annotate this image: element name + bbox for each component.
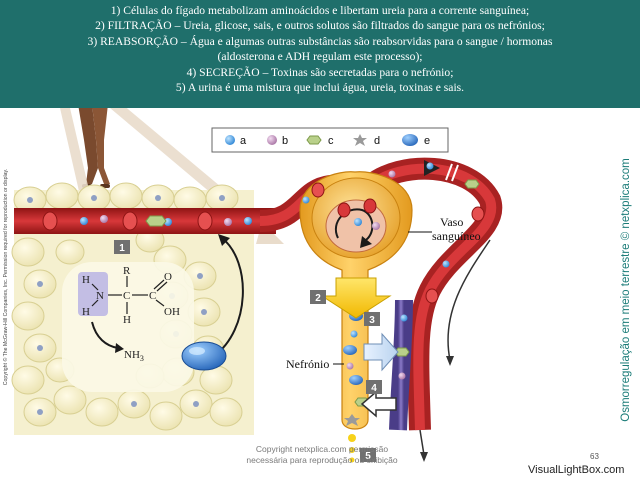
page-number: 63 bbox=[590, 452, 599, 461]
banner-line-3: 3) REABSORÇÃO – Água e algumas outras su… bbox=[87, 34, 553, 48]
step-label-4: 4 bbox=[371, 383, 377, 394]
legend-swatch-b bbox=[267, 135, 277, 145]
step-badge-4 bbox=[366, 380, 382, 394]
chem-r: R bbox=[123, 265, 131, 277]
chem-h2: H bbox=[82, 306, 90, 318]
legend-swatch-a bbox=[225, 135, 235, 145]
reabsorption-arrow bbox=[363, 332, 399, 372]
step-label-3: 3 bbox=[369, 315, 375, 326]
chem-o: O bbox=[164, 271, 172, 283]
urea-molecule bbox=[181, 341, 227, 371]
amine-group-highlight bbox=[78, 272, 108, 316]
filtration-arrow bbox=[320, 277, 392, 319]
info-banner: 1) Células do fígado metabolizam aminoác… bbox=[0, 0, 640, 108]
legend-label-a: a bbox=[240, 135, 247, 147]
vein-segment bbox=[389, 299, 413, 431]
side-title: Osmorregulação em meio terrestre © netxp… bbox=[620, 158, 632, 422]
step-label-5: 5 bbox=[365, 451, 371, 462]
urea-release-arrow bbox=[213, 237, 244, 357]
legend-swatch-d bbox=[353, 134, 367, 146]
footer-brand: VisualLightBox.com bbox=[528, 464, 625, 476]
chem-n: N bbox=[96, 290, 104, 302]
step-label-1: 1 bbox=[119, 243, 125, 254]
chem-nh3: NH3 bbox=[124, 349, 144, 363]
chem-oh: OH bbox=[164, 306, 180, 318]
legend-swatch-e bbox=[402, 134, 418, 146]
chem-c1: C bbox=[123, 290, 130, 302]
label-sanguineo: sanguíneo bbox=[432, 229, 481, 243]
chem-bonds bbox=[91, 276, 168, 314]
step-badge-3 bbox=[364, 312, 380, 326]
step-badge-5 bbox=[360, 448, 376, 462]
chem-c2: C bbox=[149, 290, 156, 302]
vessel-solutes bbox=[302, 162, 485, 304]
legend-swatch-c bbox=[306, 135, 322, 145]
banner-line-6: 5) A urina é uma mistura que inclui água… bbox=[175, 81, 465, 95]
secretion-arrow bbox=[360, 390, 397, 418]
step-badge-2 bbox=[310, 290, 326, 304]
banner-line-2: 2) FILTRAÇÃO – Ureia, glicose, sais, e o… bbox=[95, 19, 545, 33]
step-badge-1 bbox=[114, 240, 130, 254]
label-nefronio: Nefrónio bbox=[286, 357, 329, 371]
copyright-vertical: Copyright © The McGraw-Hill Companies, I… bbox=[3, 168, 9, 386]
legend-label-d: d bbox=[374, 135, 380, 147]
label-vaso: Vaso bbox=[440, 215, 463, 229]
legend-label-b: b bbox=[282, 135, 288, 147]
banner-line-1: 1) Células do fígado metabolizam aminoác… bbox=[110, 4, 530, 17]
blood-vessel-liver bbox=[14, 208, 276, 234]
chem-h1: H bbox=[82, 274, 90, 286]
watermark: Copyright netxplica.com permissão necess… bbox=[246, 444, 398, 465]
legend bbox=[211, 127, 449, 153]
banner-line-4: (aldosterona e ADH regulam este processo… bbox=[217, 50, 423, 64]
nh3-arrow bbox=[91, 321, 119, 349]
legend-label-c: c bbox=[328, 135, 334, 147]
banner-line-5: 4) SECREÇÃO – Toxinas são secretadas par… bbox=[186, 65, 454, 79]
step-label-2: 2 bbox=[315, 293, 321, 304]
legend-label-e: e bbox=[424, 135, 430, 147]
vein-solutes bbox=[394, 314, 410, 380]
chem-h3: H bbox=[123, 314, 131, 326]
